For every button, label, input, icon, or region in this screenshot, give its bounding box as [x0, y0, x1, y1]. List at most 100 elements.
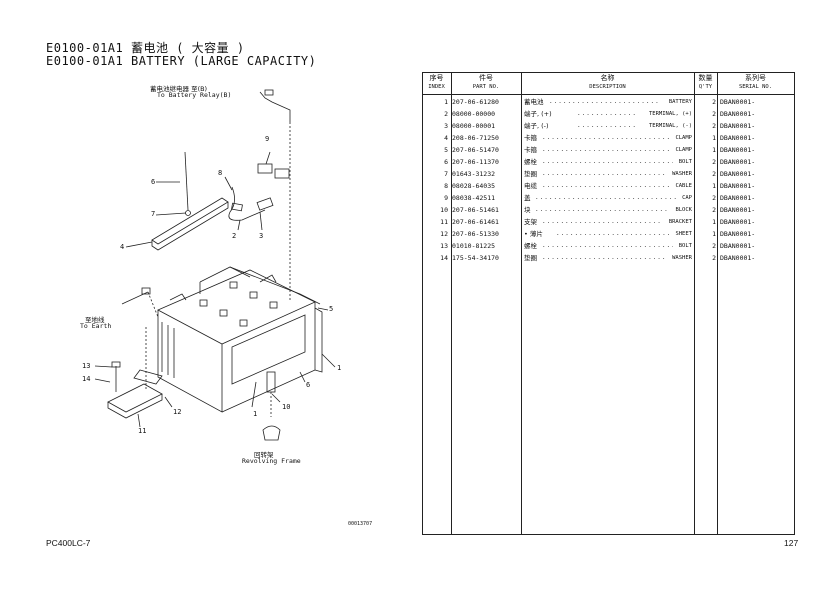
leader-dots: ........................................… [542, 146, 669, 153]
row-qty: 1 [712, 182, 716, 190]
callout-7: 7 [151, 210, 156, 218]
row-index: 11 [440, 218, 448, 226]
row-description-en: TERMINAL, (+) [648, 111, 692, 117]
frame-label-en: Revolving Frame [242, 457, 301, 465]
row-description-zh: 块 [524, 206, 531, 214]
row-description-en: BATTERY [668, 99, 692, 105]
row-description-zh: 螺栓 [524, 158, 537, 166]
row-serial: DBAN0001- [720, 182, 756, 190]
row-serial: DBAN0001- [720, 110, 756, 118]
row-qty: 1 [712, 230, 716, 238]
row-part-no: 207-06-51470 [452, 146, 499, 154]
row-qty: 1 [712, 134, 716, 142]
row-description-zh: 蓄电池 [524, 98, 544, 106]
row-description-zh: 电缆 [524, 182, 537, 190]
table-row: ........................................… [422, 168, 795, 180]
earth-label-zh: 至地线 [85, 316, 105, 324]
row-description-zh: 盖 [524, 194, 531, 202]
callout-1: 1 [337, 364, 342, 372]
leader-dots: ........................................… [535, 194, 677, 201]
row-serial: DBAN0001- [720, 98, 756, 106]
relay-label-en: To Battery Relay(B) [157, 91, 232, 99]
table-row: ........................................… [422, 252, 795, 264]
row-part-no: 207-06-61461 [452, 218, 499, 226]
callout-8: 8 [218, 169, 223, 177]
row-part-no: 207-06-51330 [452, 230, 499, 238]
page-number: 127 [784, 538, 799, 548]
row-description-en: CLAMP [675, 135, 692, 141]
callout-10: 10 [282, 403, 291, 411]
relay-label-zh: 蓄电池继电器 至(B) [150, 85, 208, 93]
title-chinese: E0100-01A1 蓄电池 ( 大容量 ) [46, 41, 245, 55]
leader-dots: ........................................… [542, 170, 665, 177]
row-index: 3 [444, 122, 448, 130]
row-serial: DBAN0001- [720, 194, 756, 202]
leader-dots: ........................................… [542, 242, 673, 249]
row-description-en: WASHER [672, 255, 692, 261]
frame-label-zh: 回转架 [254, 451, 274, 459]
row-part-no: 01010-81225 [452, 242, 496, 250]
row-description-zh: 卡箍 [524, 134, 537, 142]
row-part-no: 01643-31232 [452, 170, 496, 178]
leader-dots: ........................................… [535, 206, 669, 213]
callout-6: 6 [151, 178, 156, 186]
row-description-zh: 螺栓 [524, 242, 537, 250]
row-description-en: SHEET [675, 231, 692, 237]
row-index: 13 [440, 242, 448, 250]
callout-4: 4 [120, 243, 125, 251]
callout-3: 3 [259, 232, 264, 240]
row-index: 9 [444, 194, 448, 202]
table-row: ........................................… [422, 108, 795, 120]
model-number: PC400LC-7 [46, 538, 91, 548]
row-description-en: CAP [682, 195, 692, 201]
row-description-en: BLOCK [675, 207, 692, 213]
table-row: ........................................… [422, 216, 795, 228]
row-index: 5 [444, 146, 448, 154]
row-serial: DBAN0001- [720, 242, 756, 250]
row-description-en: BOLT [678, 243, 692, 249]
row-qty: 2 [712, 206, 716, 214]
callout-12: 12 [173, 408, 182, 416]
table-row: ........................................… [422, 228, 795, 240]
callout-5: 5 [329, 305, 334, 313]
row-part-no: 08038-42511 [452, 194, 496, 202]
row-qty: 2 [712, 170, 716, 178]
row-qty: 2 [712, 194, 716, 202]
row-qty: 2 [712, 98, 716, 106]
leader-dots: ........................................… [556, 230, 669, 237]
row-serial: DBAN0001- [720, 254, 756, 262]
table-row: ........................................… [422, 144, 795, 156]
row-description-zh: 支架 [524, 218, 537, 226]
leader-dots: ........................................… [542, 254, 665, 261]
row-description-en: BOLT [678, 159, 692, 165]
callout-11: 11 [138, 427, 147, 435]
table-row: ........................................… [422, 240, 795, 252]
callout-6b: 6 [306, 381, 311, 389]
row-serial: DBAN0001- [720, 158, 756, 166]
table-row: ........................................… [422, 192, 795, 204]
row-part-no: 207-06-11370 [452, 158, 499, 166]
row-qty: 2 [712, 122, 716, 130]
row-index: 12 [440, 230, 448, 238]
row-part-no: 207-06-61280 [452, 98, 499, 106]
row-serial: DBAN0001- [720, 146, 756, 154]
leader-dots: ........................................… [549, 98, 661, 105]
leader-dots: ........................................… [542, 158, 673, 165]
leader-dots: ........................................… [542, 218, 661, 225]
callout-9: 9 [265, 135, 270, 143]
callout-2: 2 [232, 232, 237, 240]
row-serial: DBAN0001- [720, 218, 756, 226]
callout-13: 13 [82, 362, 91, 370]
table-row: ........................................… [422, 204, 795, 216]
table-row: ........................................… [422, 156, 795, 168]
row-description-zh: 垫圈 [524, 254, 537, 262]
row-description-en: CLAMP [675, 147, 692, 153]
row-index: 4 [444, 134, 448, 142]
earth-label-en: To Earth [80, 322, 112, 330]
row-description-en: BRACKET [668, 219, 692, 225]
